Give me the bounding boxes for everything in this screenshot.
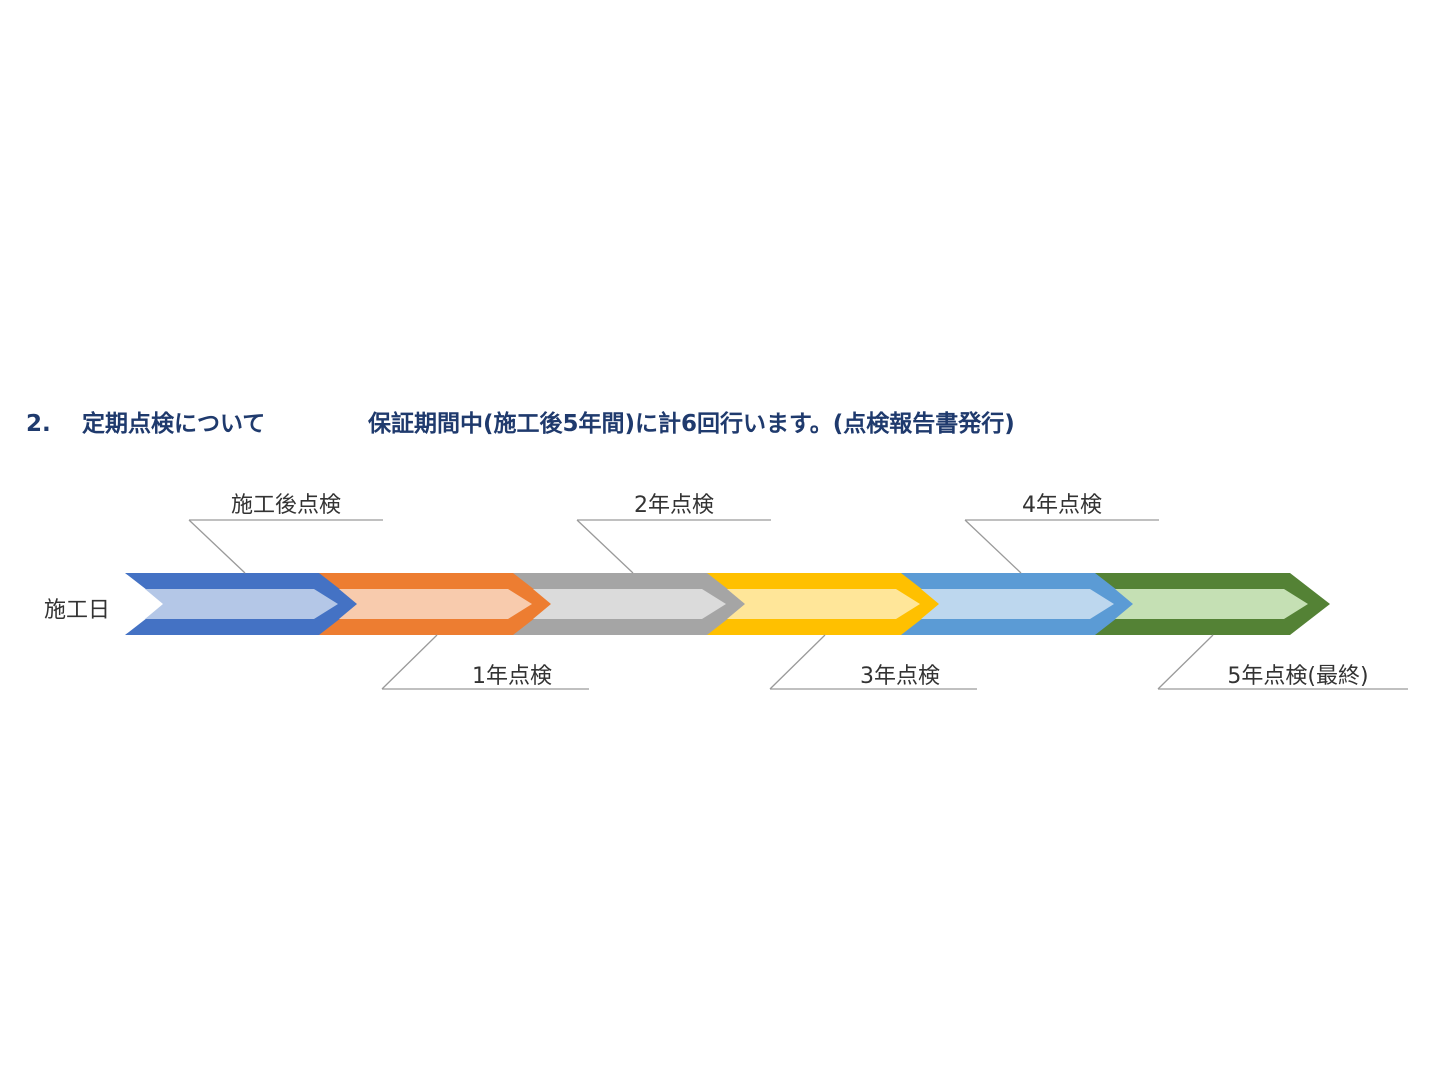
callout-1: 施工後点検 — [188, 493, 383, 574]
callout-label-3: 2年点検 — [634, 493, 714, 518]
chevron-inner-5 — [921, 589, 1114, 619]
callout-leader-2 — [381, 634, 438, 690]
section-number: 2. — [26, 411, 51, 437]
callout-6: 5年点検(最終) — [1157, 634, 1408, 690]
chevron-stage-1 — [125, 573, 360, 635]
callout-label-5: 4年点検 — [1022, 493, 1102, 518]
callout-label-2: 1年点検 — [472, 664, 552, 689]
callout-label-6: 5年点検(最終) — [1227, 664, 1368, 689]
callout-leader-3 — [576, 519, 634, 574]
callout-group: 施工後点検 1年点検 2年点検 3年点検 4年点検 5年点検(最終) — [188, 493, 1408, 690]
chevron-stage-6 — [1095, 573, 1330, 635]
callout-leader-5 — [964, 519, 1022, 574]
section-description: 保証期間中(施工後5年間)に計6回行います。(点検報告書発行) — [368, 411, 1015, 437]
callout-label-1: 施工後点検 — [231, 493, 341, 518]
start-label: 施工日 — [44, 598, 110, 623]
chevron-stage-3 — [513, 573, 748, 635]
callout-leader-1 — [188, 519, 246, 574]
chevron-stage-2 — [319, 573, 554, 635]
chevron-inner-6 — [1115, 589, 1308, 619]
chevron-stage-5 — [901, 573, 1136, 635]
callout-4: 3年点検 — [769, 634, 977, 690]
heading: 2. 定期点検について 保証期間中(施工後5年間)に計6回行います。(点検報告書… — [0, 404, 1440, 444]
callout-leader-6 — [1157, 634, 1214, 690]
chevron-inner-4 — [727, 589, 920, 619]
callout-2: 1年点検 — [381, 634, 589, 690]
section-title: 定期点検について — [82, 411, 266, 437]
chevron-inner-1 — [145, 589, 338, 619]
chevron-stage-4 — [707, 573, 942, 635]
chevron-row — [125, 573, 1330, 635]
callout-5: 4年点検 — [964, 493, 1159, 574]
callout-3: 2年点検 — [576, 493, 771, 574]
callout-label-4: 3年点検 — [860, 664, 940, 689]
chevron-inner-3 — [533, 589, 726, 619]
chevron-inner-2 — [339, 589, 532, 619]
callout-leader-4 — [769, 634, 826, 690]
